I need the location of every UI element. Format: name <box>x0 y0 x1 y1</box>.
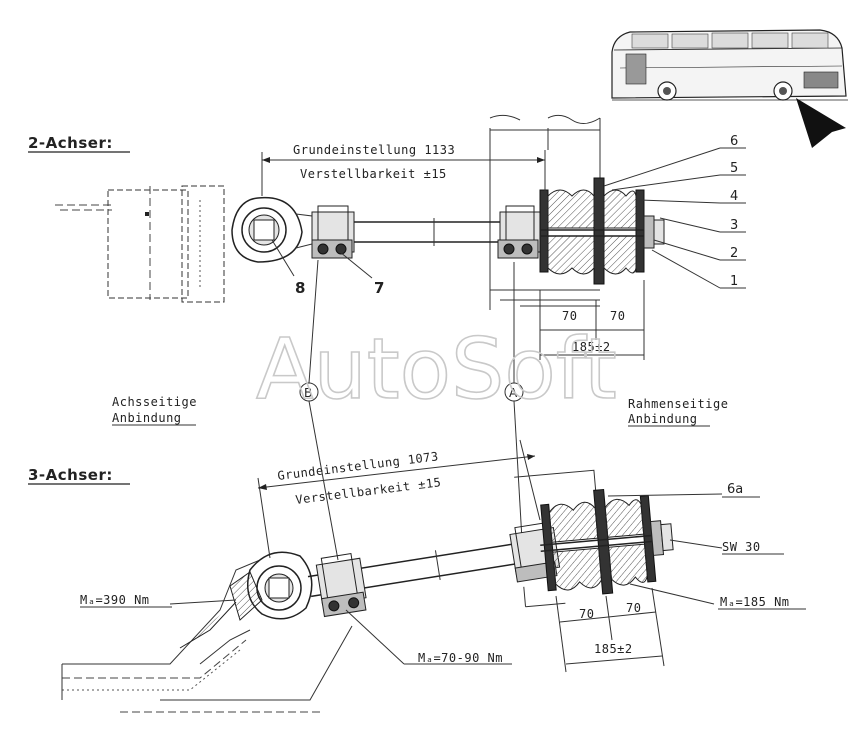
frame-side-label-1: Rahmenseitige <box>628 397 728 411</box>
axle-bracket-bottom <box>61 559 353 713</box>
dim-70-left-top: 70 <box>562 309 577 323</box>
pointer-arrow-icon <box>796 98 846 148</box>
torque-185-label: Mₐ=185 Nm <box>720 595 790 609</box>
torque-390-label: Mₐ=390 Nm <box>80 593 150 607</box>
frame-side-label-2: Anbindung <box>628 412 698 426</box>
callout-1: 1 <box>730 274 738 289</box>
dim-70-left-bottom: 70 <box>579 607 594 621</box>
axle-side-label-1: Achsseitige <box>112 395 197 409</box>
bus-icon <box>611 29 848 101</box>
section-marker-a: A <box>509 386 518 400</box>
dim-185-bottom: 185±2 <box>594 642 633 656</box>
dimensions-bottom-right <box>555 587 665 673</box>
callout-3: 3 <box>730 218 738 233</box>
three-axle-assembly: Grundeinstellung 1073 Verstellbarkeit ±1… <box>61 439 806 713</box>
section-marker-b: B <box>304 386 313 400</box>
eye-joint-part-8 <box>231 196 313 263</box>
dimensions-bottom <box>257 439 541 559</box>
tie-rod-top <box>311 205 541 259</box>
callout-4: 4 <box>730 189 738 204</box>
wrench-size-label: SW 30 <box>722 540 761 554</box>
dim-70-right-top: 70 <box>610 309 625 323</box>
watermark: AutoSoft <box>256 320 617 418</box>
base-setting-top: Grundeinstellung 1133 <box>293 143 455 157</box>
dimensions-top <box>261 150 645 360</box>
dim-70-right-bottom: 70 <box>626 601 641 615</box>
axle-side-label-2: Anbindung <box>112 411 182 425</box>
axle-bracket <box>55 185 225 303</box>
torque-70-90-label: Mₐ=70-90 Nm <box>418 651 503 665</box>
part-label-7: 7 <box>374 279 384 297</box>
callout-6: 6 <box>730 134 738 149</box>
callout-6a: 6a <box>727 482 743 497</box>
rubber-bearing-bottom <box>514 469 674 608</box>
adjustability-top: Verstellbarkeit ±15 <box>300 167 447 181</box>
callout-leaders-bottom <box>169 493 723 665</box>
dim-185-top: 185±2 <box>572 340 611 354</box>
callout-2: 2 <box>730 246 738 261</box>
heading-three-axle: 3-Achser: <box>28 466 113 484</box>
callout-leaders-top <box>271 147 746 289</box>
eye-joint-bottom <box>247 551 313 620</box>
two-axle-assembly: Grundeinstellung 1133 Verstellbarkeit ±1… <box>55 114 746 561</box>
frame-bracket <box>489 114 601 310</box>
part-label-8: 8 <box>295 279 305 297</box>
heading-two-axle: 2-Achser: <box>28 134 113 152</box>
tie-rod-bottom <box>307 522 561 618</box>
rubber-bearing-top <box>539 177 665 285</box>
callout-5: 5 <box>730 161 738 176</box>
adjustability-bottom: Verstellbarkeit ±15 <box>295 475 442 507</box>
